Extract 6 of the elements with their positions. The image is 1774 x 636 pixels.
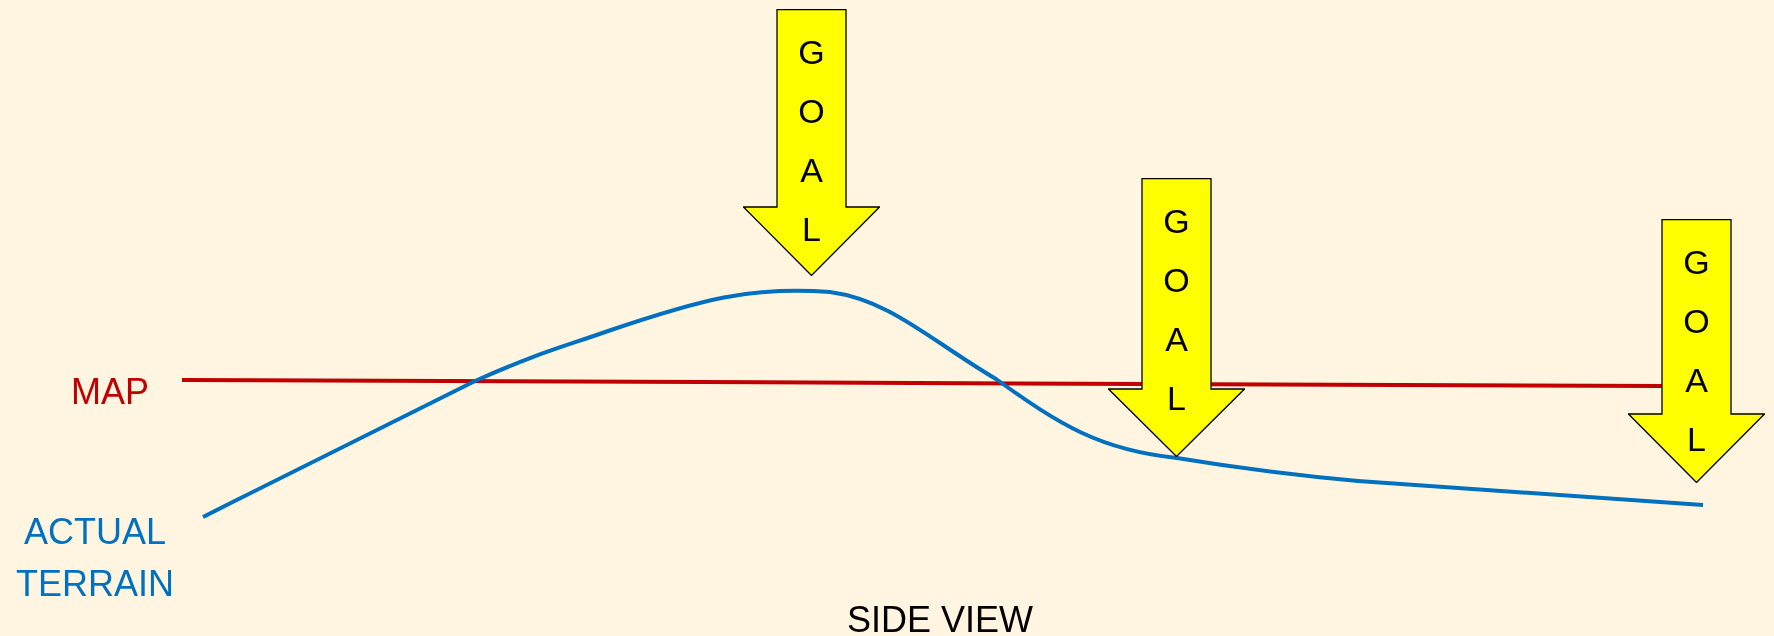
arrow-text: GOAL (1682, 242, 1711, 460)
arrow-text: GOAL (797, 32, 826, 250)
terrain-label: ACTUAL TERRAIN (15, 510, 175, 607)
map-label: MAP (70, 370, 150, 414)
view-caption: SIDE VIEW (846, 598, 1034, 636)
arrow-text: GOAL (1162, 201, 1191, 419)
